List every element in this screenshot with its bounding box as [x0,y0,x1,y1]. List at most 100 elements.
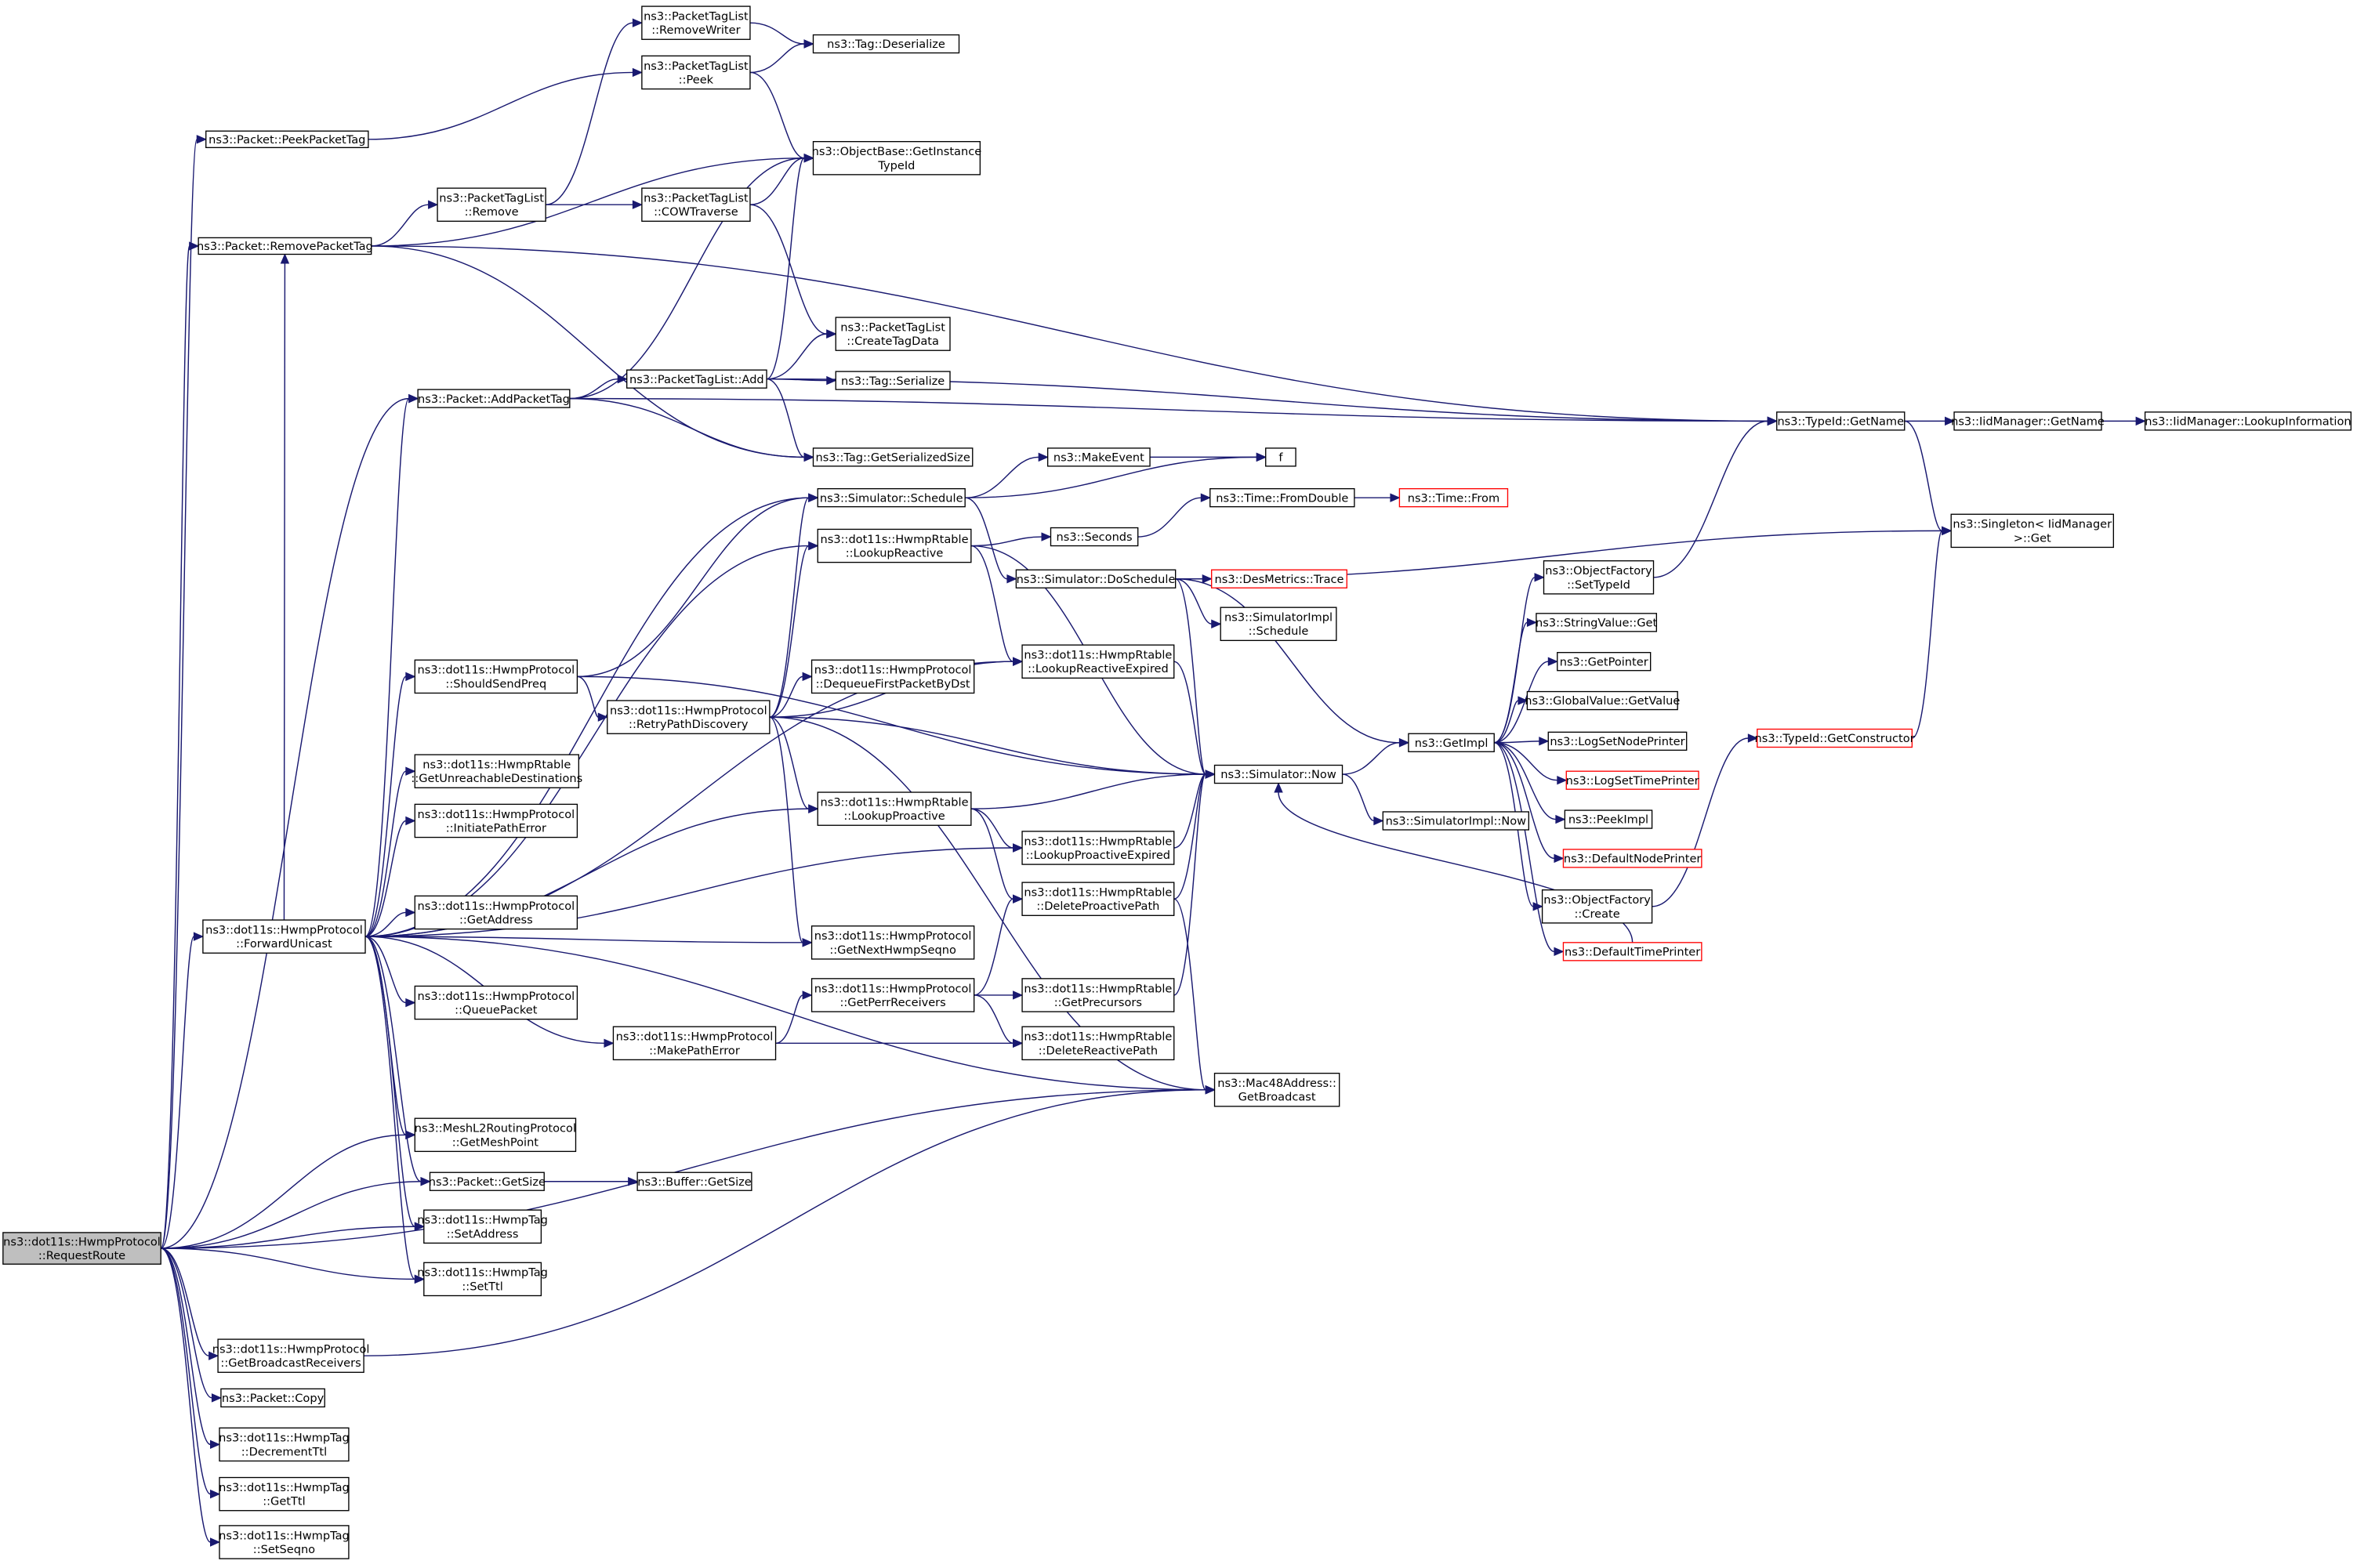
node-label: ns3::dot11s::HwmpRtable [1024,835,1172,848]
node-default-time-printer[interactable]: ns3::DefaultTimePrinter [1562,942,1702,961]
node-label: GetBroadcast [1238,1091,1316,1104]
node-get-ttl[interactable]: ns3::dot11s::HwmpTag::GetTtl [219,1476,350,1512]
node-forward-unicast[interactable]: ns3::dot11s::HwmpProtocol::ForwardUnicas… [202,919,366,954]
node-log-set-node-printer[interactable]: ns3::LogSetNodePrinter [1547,731,1688,751]
arrowhead-icon [1013,843,1024,853]
node-object-factory-create[interactable]: ns3::ObjectFactory::Create [1541,889,1653,924]
node-label: ::GetNextHwmpSeqno [829,943,956,957]
node-label: ns3::DefaultNodePrinter [1564,853,1702,866]
arrowhead-icon [414,1222,426,1231]
node-impl-now[interactable]: ns3::SimulatorImpl::Now [1382,811,1530,831]
node-singleton-get[interactable]: ns3::Singleton< IidManager>::Get [1950,513,2114,549]
node-label: ns3::dot11s::HwmpTag [417,1266,548,1280]
node-request-route[interactable]: ns3::dot11s::HwmpProtocol::RequestRoute [2,1232,161,1265]
node-label: ns3::TypeId::GetName [1777,415,1904,429]
node-cowtraverse[interactable]: ns3::PacketTagList::COWTraverse [641,187,751,222]
node-get-impl[interactable]: ns3::GetImpl [1408,733,1495,752]
node-set-type-id[interactable]: ns3::ObjectFactory::SetTypeId [1543,560,1655,595]
node-packet-copy[interactable]: ns3::Packet::Copy [220,1388,325,1408]
node-box [1408,733,1495,752]
node-peek-impl[interactable]: ns3::PeekImpl [1564,809,1653,829]
node-should-send-preq[interactable]: ns3::dot11s::HwmpProtocol::ShouldSendPre… [414,659,578,694]
node-label: TypeId [877,159,915,172]
node-get-broadcast[interactable]: ns3::Mac48Address::GetBroadcast [1213,1072,1340,1107]
node-label: ns3::PacketTagList::Add [629,373,764,386]
node-f[interactable]: f [1265,447,1296,467]
node-do-schedule[interactable]: ns3::Simulator::DoSchedule [1015,569,1177,588]
node-box [607,700,771,734]
node-type-id-get-name[interactable]: ns3::TypeId::GetName [1776,411,1906,431]
node-label: ::SetSeqno [253,1543,315,1556]
node-time-from[interactable]: ns3::Time::From [1398,487,1509,508]
node-box [641,5,751,40]
node-queue-packet[interactable]: ns3::dot11s::HwmpProtocol::QueuePacket [414,985,578,1020]
node-decrement-ttl[interactable]: ns3::dot11s::HwmpTag::DecrementTtl [219,1427,350,1462]
arrowhead-icon [1547,657,1558,666]
node-box [429,1171,545,1191]
node-get-constructor[interactable]: ns3::TypeId::GetConstructor [1755,728,1915,748]
arrowhead-icon [1526,617,1538,628]
node-box [1021,882,1175,916]
node-lookup-reactive-expired[interactable]: ns3::dot11s::HwmpRtable::LookupReactiveE… [1021,644,1175,679]
node-delete-proactive-path[interactable]: ns3::dot11s::HwmpRtable::DeleteProactive… [1021,882,1175,916]
node-remove-writer[interactable]: ns3::PacketTagList::RemoveWriter [641,5,751,40]
node-box [1557,652,1652,672]
arrowhead-icon [632,67,644,78]
node-impl-schedule[interactable]: ns3::SimulatorImpl::Schedule [1220,607,1337,642]
node-make-path-error[interactable]: ns3::dot11s::HwmpProtocol::MakePathError [612,1026,777,1061]
node-initiate-path-error[interactable]: ns3::dot11s::HwmpProtocol::InitiatePathE… [414,803,578,838]
node-set-seqno[interactable]: ns3::dot11s::HwmpTag::SetSeqno [219,1525,350,1559]
node-get-unreachable[interactable]: ns3::dot11s::HwmpRtable::GetUnreachableD… [411,754,582,788]
node-string-value-get[interactable]: ns3::StringValue::Get [1536,613,1657,632]
nodes-layer: ns3::dot11s::HwmpProtocol::RequestRouten… [2,5,2352,1559]
node-make-event[interactable]: ns3::MakeEvent [1046,447,1151,467]
node-label: ns3::dot11s::HwmpProtocol [814,664,972,677]
node-get-precursors[interactable]: ns3::dot11s::HwmpRtable::GetPrecursors [1021,978,1175,1012]
node-lookup-proactive[interactable]: ns3::dot11s::HwmpRtable::LookupProactive [817,791,972,826]
node-schedule[interactable]: ns3::Simulator::Schedule [817,487,966,508]
node-seconds[interactable]: ns3::Seconds [1050,527,1139,547]
node-ptlremove[interactable]: ns3::PacketTagList::Remove [437,187,546,222]
arrowhead-icon [1041,532,1052,541]
node-from-double[interactable]: ns3::Time::FromDouble [1209,487,1355,508]
node-buffer-get-size[interactable]: ns3::Buffer::GetSize [636,1171,752,1191]
node-peek-packet-tag[interactable]: ns3::Packet::PeekPacketTag [205,130,369,149]
node-label: ::ForwardUnicast [236,937,332,951]
node-iid-get-name[interactable]: ns3::IidManager::GetName [1951,411,2105,431]
node-remove-packet-tag[interactable]: ns3::Packet::RemovePacketTag [197,237,373,255]
node-delete-reactive-path[interactable]: ns3::dot11s::HwmpRtable::DeleteReactiveP… [1021,1026,1175,1061]
node-get-serialized-size[interactable]: ns3::Tag::GetSerializedSize [812,447,974,467]
node-get-address[interactable]: ns3::dot11s::HwmpProtocol::GetAddress [414,895,578,930]
node-set-ttl[interactable]: ns3::dot11s::HwmpTag::SetTtl [417,1262,548,1297]
node-box [1021,831,1175,865]
edge-should-send-preq-to-retry-path-discovery [577,675,599,718]
node-label: ::Schedule [1249,625,1309,638]
node-tag-deserialize[interactable]: ns3::Tag::Deserialize [812,34,960,54]
node-lookup-proactive-expired[interactable]: ns3::dot11s::HwmpRtable::LookupProactive… [1021,831,1175,865]
edge-forward-unicast-to-queue-packet [364,936,407,1004]
node-packet-get-size[interactable]: ns3::Packet::GetSize [429,1171,546,1191]
node-lookup-information[interactable]: ns3::IidManager::LookupInformation [2144,411,2352,431]
node-label: ns3::Tag::GetSerializedSize [815,451,970,465]
node-get-mesh-point[interactable]: ns3::MeshL2RoutingProtocol::GetMeshPoint [414,1117,577,1153]
node-global-get-value[interactable]: ns3::GlobalValue::GetValue [1525,690,1680,711]
node-log-set-time-printer[interactable]: ns3::LogSetTimePrinter [1565,770,1699,790]
node-ptladd[interactable]: ns3::PacketTagList::Add [626,369,767,389]
node-set-address[interactable]: ns3::dot11s::HwmpTag::SetAddress [417,1209,548,1244]
node-ptlpeek[interactable]: ns3::PacketTagList::Peek [641,55,751,90]
node-sim-now[interactable]: ns3::Simulator::Now [1213,764,1343,784]
node-lookup-reactive[interactable]: ns3::dot11s::HwmpRtable::LookupReactive [817,528,972,563]
node-add-packet-tag[interactable]: ns3::Packet::AddPacketTag [417,389,571,408]
node-dequeue-first[interactable]: ns3::dot11s::HwmpProtocol::DequeueFirstP… [810,659,975,694]
node-get-perr-receivers[interactable]: ns3::dot11s::HwmpProtocol::GetPerrReceiv… [810,978,975,1012]
node-tag-serialize[interactable]: ns3::Tag::Serialize [835,371,951,390]
node-get-next-hwmp-seqno[interactable]: ns3::dot11s::HwmpProtocol::GetNextHwmpSe… [810,925,975,960]
node-retry-path-discovery[interactable]: ns3::dot11s::HwmpProtocol::RetryPathDisc… [607,700,771,734]
node-default-node-printer[interactable]: ns3::DefaultNodePrinter [1562,849,1702,868]
edge-request-route-to-set-address [161,1226,415,1249]
node-get-broadcast-receivers[interactable]: ns3::dot11s::HwmpProtocol::GetBroadcastR… [212,1338,370,1373]
node-des-trace[interactable]: ns3::DesMetrics::Trace [1211,569,1347,588]
node-create-tag-data[interactable]: ns3::PacketTagList::CreateTagData [835,317,951,351]
node-get-pointer[interactable]: ns3::GetPointer [1557,652,1652,672]
